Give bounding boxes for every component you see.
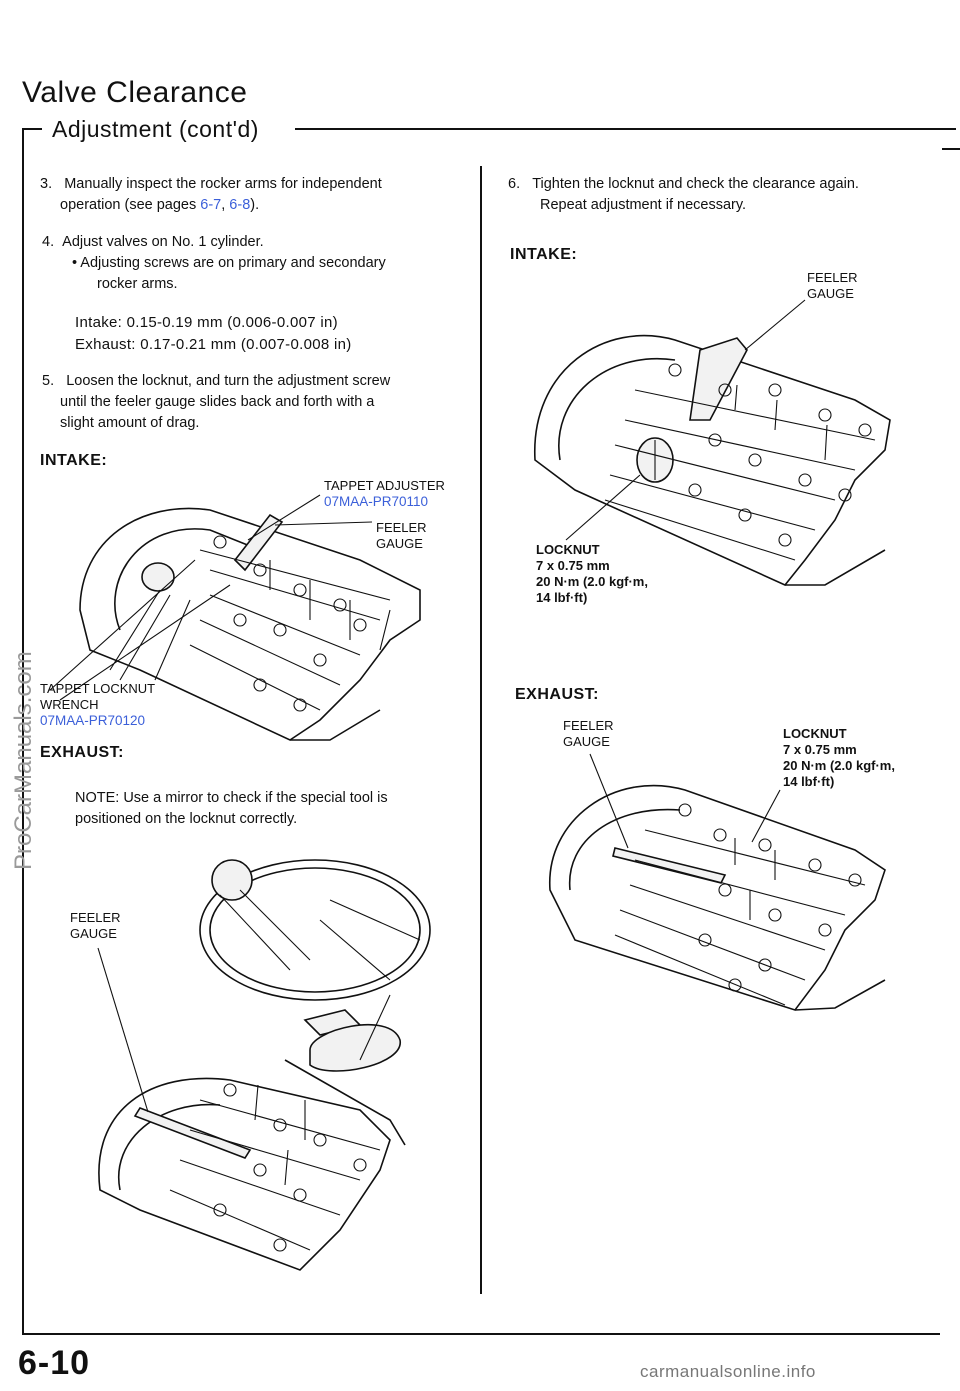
step-text: Repeat adjustment if necessary. (540, 197, 747, 213)
intake-heading: INTAKE: (510, 246, 578, 263)
edge-mark (942, 148, 960, 150)
frame-bottom-rule (22, 1333, 940, 1335)
page-link-6-7[interactable]: 6-7 (200, 197, 222, 213)
exhaust-spec: Exhaust: 0.17-0.21 mm (0.007-0.008 in) (75, 336, 352, 353)
exhaust-heading: EXHAUST: (40, 744, 125, 761)
watermark-text: ProCarManuals.com (10, 651, 37, 870)
frame-corner (22, 128, 42, 130)
step-text: operation (see pages (60, 197, 201, 213)
separator: , (221, 197, 230, 213)
feeler-gauge-label: FEELER (70, 910, 121, 925)
tappet-locknut-wrench-label: TAPPET LOCKNUT (40, 681, 156, 696)
step-5: 5. Loosen the locknut, and turn the adju… (42, 371, 452, 434)
step-3: 3. Manually inspect the rocker arms for … (40, 174, 450, 216)
feeler-gauge-label: GAUGE (807, 286, 854, 301)
bullet-text: rocker arms. (97, 276, 178, 292)
step-text-end: ). (250, 197, 260, 213)
locknut-name: LOCKNUT (536, 542, 600, 557)
exhaust-mirror-illustration (98, 859, 431, 1271)
locknut-torque: 20 N·m (2.0 kgf·m, (783, 758, 895, 773)
intake-spec: Intake: 0.15-0.19 mm (0.006-0.007 in) (75, 314, 338, 331)
step-number: 4. (42, 234, 55, 250)
step-text: slight amount of drag. (60, 415, 200, 431)
step-text: Loosen the locknut, and turn the adjustm… (66, 373, 391, 389)
page-number: 6-10 (18, 1344, 91, 1382)
locknut-torque: 14 lbf·ft) (783, 774, 835, 789)
tappet-locknut-wrench-label: WRENCH (40, 697, 99, 712)
locknut-intake-callout: LOCKNUT 7 x 0.75 mm 20 N·m (2.0 kgf·m, 1… (536, 542, 648, 606)
intake-locknut-illustration (534, 334, 891, 586)
tappet-locknut-wrench-part-number: 07MAA-PR70120 (40, 713, 146, 728)
feeler-gauge-label: GAUGE (70, 926, 117, 941)
frame-left-rule (22, 128, 24, 1335)
tappet-adjuster-label: TAPPET ADJUSTER (324, 478, 445, 493)
note-text: NOTE: Use a mirror to check if the speci… (75, 790, 388, 806)
feeler-gauge-label: FEELER (563, 718, 614, 733)
feeler-gauge-label: GAUGE (563, 734, 610, 749)
note: NOTE: Use a mirror to check if the speci… (75, 788, 455, 830)
intake-illustration (79, 507, 421, 741)
section-subtitle: Adjustment (cont'd) (52, 116, 259, 142)
feeler-gauge-label: FEELER (376, 520, 427, 535)
step-text: Adjust valves on No. 1 cylinder. (62, 234, 264, 250)
tappet-adjuster-part-number: 07MAA-PR70110 (324, 494, 429, 509)
intake-heading: INTAKE: (40, 452, 108, 469)
locknut-torque: 14 lbf·ft) (536, 590, 588, 605)
edge-mark (938, 128, 956, 130)
feeler-gauge-label: FEELER (807, 270, 858, 285)
locknut-name: LOCKNUT (783, 726, 847, 741)
locknut-size: 7 x 0.75 mm (783, 742, 857, 757)
step-number: 6. (508, 176, 521, 192)
page-link-6-8[interactable]: 6-8 (229, 197, 251, 213)
bullet-text: • Adjusting screws are on primary and se… (72, 255, 386, 271)
step-text: Manually inspect the rocker arms for ind… (64, 176, 382, 192)
step-6: 6. Tighten the locknut and check the cle… (508, 174, 938, 216)
step-4: 4. Adjust valves on No. 1 cylinder. • Ad… (42, 232, 452, 295)
step-number: 5. (42, 373, 55, 389)
watermark: ProCarManuals.com (10, 570, 50, 870)
feeler-gauge-label: GAUGE (376, 536, 423, 551)
locknut-size: 7 x 0.75 mm (536, 558, 610, 573)
step-text: until the feeler gauge slides back and f… (60, 394, 375, 410)
step-number: 3. (40, 176, 53, 192)
locknut-torque: 20 N·m (2.0 kgf·m, (536, 574, 648, 589)
locknut-exhaust-callout: LOCKNUT 7 x 0.75 mm 20 N·m (2.0 kgf·m, 1… (783, 726, 895, 790)
page-title: Valve Clearance (22, 76, 248, 109)
note-text: positioned on the locknut correctly. (75, 811, 298, 827)
exhaust-locknut-illustration (549, 784, 886, 1011)
exhaust-heading: EXHAUST: (515, 686, 600, 703)
step-text: Tighten the locknut and check the cleara… (532, 176, 859, 192)
footer-site[interactable]: carmanualsonline.info (640, 1362, 816, 1381)
column-divider (480, 166, 482, 1294)
header-rule (295, 128, 945, 130)
